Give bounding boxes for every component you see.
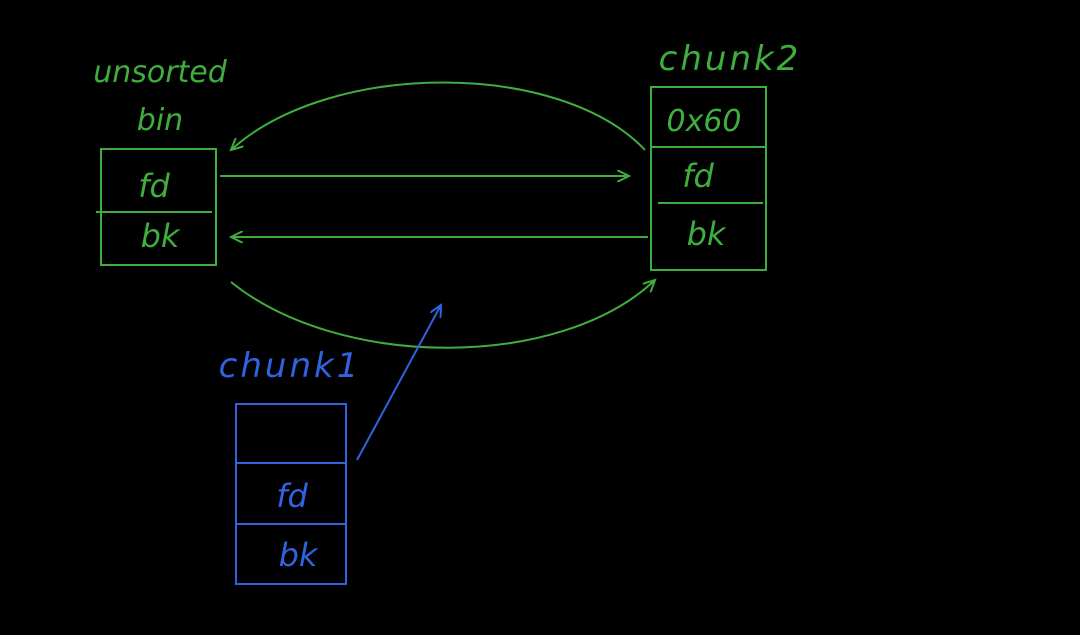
unsorted-bin-box xyxy=(100,148,217,266)
chunk2-label: chunk2 xyxy=(659,39,802,79)
unsorted-bin-fd-field: fd xyxy=(138,167,170,205)
chunk1-fd-field: fd xyxy=(276,477,308,515)
chunk1-label: chunk1 xyxy=(219,346,362,386)
chunk1-bk-field: bk xyxy=(279,536,319,574)
unsorted-bin-bk-field: bk xyxy=(141,217,181,255)
chunk1-box xyxy=(235,403,347,585)
chunk1: chunk1 fd bk xyxy=(219,346,362,585)
arrow-chunk1-fd-to-list xyxy=(356,305,441,461)
chunk2-fd-field: fd xyxy=(682,157,714,195)
unsorted-bin: unsorted bin fd bk xyxy=(93,55,228,266)
chunk2-box xyxy=(650,86,767,271)
unsorted-bin-label-line2: bin xyxy=(137,103,183,138)
unsorted-bin-label-line1: unsorted xyxy=(93,55,228,90)
chunk2-size-field: 0x60 xyxy=(666,104,741,139)
chunk2-bk-field: bk xyxy=(687,215,727,253)
chunk2: chunk2 0x60 fd bk xyxy=(650,39,802,271)
arrow-chunk2-to-bin-top-arc xyxy=(231,81,646,151)
arrow-bin-to-chunk2-bottom-arc xyxy=(230,280,655,349)
